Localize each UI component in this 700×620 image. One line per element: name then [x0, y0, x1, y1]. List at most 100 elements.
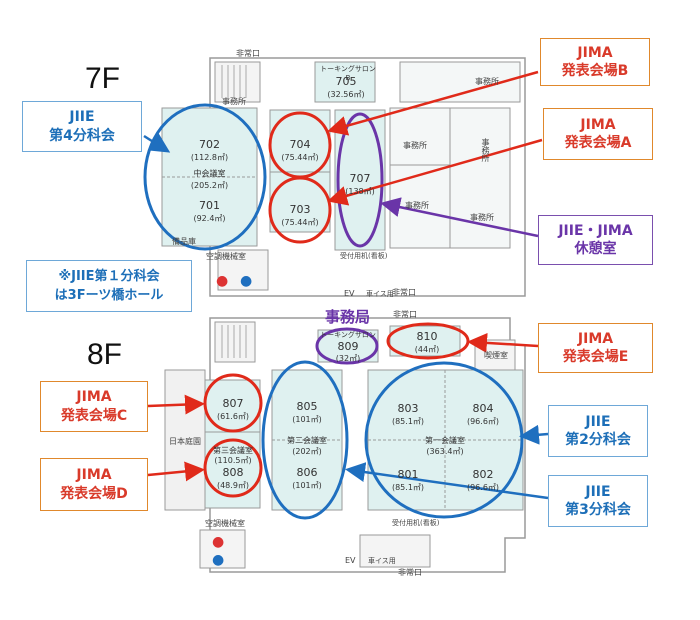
callout-jiie-section-2-line2: 第2分科会: [565, 432, 631, 448]
second-hall-label: 第二会議室: [287, 436, 327, 445]
area-704: (75.44㎡): [281, 153, 319, 162]
area-703: (75.44㎡): [281, 218, 319, 227]
office-label-1: 事務所: [475, 77, 499, 86]
room-809: 809: [337, 340, 359, 353]
room-707: 707: [349, 172, 371, 185]
area-804: (96.6㎡): [466, 417, 500, 426]
area-808: (48.9㎡): [216, 481, 250, 490]
callout-jima-hall-c: JIMA 発表会場C: [40, 381, 148, 432]
room-801: 801: [397, 468, 419, 481]
room-808: 808: [222, 466, 244, 479]
room-802: 802: [472, 468, 494, 481]
floor-8f-label: 8F: [87, 338, 123, 371]
ac-room-label-7f: 空調機械室: [206, 252, 246, 261]
talking-salon-b-label: トーキングサロンB: [320, 65, 376, 82]
mid-hall-label: 中会議室: [193, 169, 226, 178]
callout-jima-hall-c-line2: 発表会場C: [60, 407, 128, 424]
callout-jiie-section-4: JIIE 第4分科会: [22, 101, 142, 152]
callout-jima-hall-e-line1: JIMA: [577, 330, 614, 347]
reception-label-8f: 受付用机(看板): [392, 519, 440, 527]
room-804: 804: [472, 402, 494, 415]
office-label-4: 事務所: [405, 201, 429, 210]
room-703: 703: [289, 203, 311, 216]
callout-jiie-section-3: JIIE 第3分科会: [548, 475, 648, 527]
room-810: 810: [416, 330, 438, 343]
reception-label-7f: 受付用机(看板): [340, 252, 388, 260]
area-first-hall: (363.4㎡): [426, 447, 464, 456]
area-805: (101㎡): [292, 415, 322, 424]
talking-salon-label: トーキングサロン: [320, 331, 376, 339]
area-809: (32㎡): [335, 354, 361, 363]
floor-7f-label: 7F: [85, 62, 121, 95]
area-702: (112.8㎡): [190, 153, 229, 162]
callout-jiie-section-4-line2: 第4分科会: [49, 127, 115, 144]
area-801: (85.1㎡): [391, 483, 425, 492]
callout-jima-hall-c-line1: JIMA: [76, 389, 112, 406]
room-701: 701: [199, 199, 220, 212]
area-807: (61.6㎡): [216, 412, 250, 421]
office-label-2: 事務所: [222, 97, 246, 106]
exit-label-8f: 非常口: [393, 310, 417, 319]
callout-jiie-section-2: JIIE 第2分科会: [548, 405, 648, 457]
office-label-6: 事務所: [470, 213, 494, 222]
restroom-women-icon-7f: ●: [216, 273, 229, 289]
third-hall-label: 第三会議室: [213, 446, 253, 455]
restroom-men-icon-7f: ●: [240, 273, 253, 289]
note-jiie-section-1-line2: は3Fーツ橋ホール: [54, 288, 164, 303]
callout-jima-hall-e-line2: 発表会場E: [562, 349, 629, 365]
exit-label-7f-bottom: 非常口: [392, 288, 416, 297]
room-807: 807: [222, 397, 244, 410]
callout-jima-hall-b-line1: JIMA: [577, 44, 613, 61]
callout-jima-hall-d-line1: JIMA: [76, 467, 112, 484]
callout-rest-room: JIIE・JIMA 休憩室: [538, 215, 653, 265]
area-701: (92.4㎡): [193, 214, 226, 223]
callout-jiie-section-4-line1: JIIE: [69, 109, 95, 126]
area-803: (85.1㎡): [391, 417, 425, 426]
callout-jima-hall-d-line2: 発表会場D: [60, 485, 128, 502]
note-jiie-section-1: ※JIIE第１分科会 は3Fーツ橋ホール: [26, 260, 192, 312]
restroom-men-icon-8f: ●: [212, 552, 225, 568]
room-704: 704: [289, 138, 311, 151]
callout-jiie-section-3-line2: 第3分科会: [565, 502, 631, 518]
garden-label: 日本庭園: [169, 437, 201, 446]
room-705: 705: [335, 75, 357, 88]
callout-rest-room-line1: JIIE・JIMA: [558, 222, 633, 239]
storage-label: 備品庫: [172, 237, 196, 246]
room-806: 806: [296, 466, 318, 479]
callout-rest-room-line2: 休憩室: [574, 241, 617, 257]
callout-jima-hall-e: JIMA 発表会場E: [538, 323, 653, 373]
ac-room-label-8f: 空調機械室: [205, 519, 245, 528]
area-707: (138㎡): [345, 187, 375, 196]
smoking-label: 喫煙室: [484, 351, 508, 360]
ev-label-7f: EV: [344, 289, 355, 298]
area-806: (101㎡): [292, 481, 322, 490]
office-label-5: 事務所: [481, 138, 490, 162]
wheelchair-label-8f: 車イス用: [368, 557, 396, 565]
exit-label-7f: 非常口: [236, 49, 260, 58]
callout-jima-hall-a-line1: JIMA: [580, 116, 616, 133]
ev-label-8f: EV: [345, 556, 356, 565]
restroom-women-icon-8f: ●: [212, 534, 225, 550]
area-third-hall: (110.5㎡): [214, 456, 252, 465]
area-810: (44㎡): [414, 345, 440, 354]
callout-jiie-section-2-line1: JIIE: [585, 413, 611, 430]
callout-jima-hall-b: JIMA 発表会場B: [540, 38, 650, 86]
wheelchair-label-7f: 車イス用: [366, 290, 394, 298]
callout-jima-hall-b-line2: 発表会場B: [561, 63, 629, 79]
room-805: 805: [296, 400, 318, 413]
callout-jiie-section-3-line1: JIIE: [585, 483, 611, 500]
callout-jima-hall-d: JIMA 発表会場D: [40, 458, 148, 511]
first-hall-label: 第一会議室: [425, 436, 465, 445]
area-second-hall: (202㎡): [292, 447, 322, 456]
office-label-3: 事務所: [403, 141, 427, 150]
area-802: (96.6㎡): [466, 483, 500, 492]
room-702: 702: [199, 138, 220, 151]
room-803: 803: [397, 402, 419, 415]
callout-jima-hall-a-line2: 発表会場A: [564, 135, 632, 151]
callout-jima-hall-a: JIMA 発表会場A: [543, 108, 653, 160]
exit-label-8f-bottom: 非常口: [398, 568, 422, 577]
secretariat-label: 事務局: [325, 308, 371, 326]
area-705: (32.56㎡): [327, 90, 365, 99]
note-jiie-section-1-line1: ※JIIE第１分科会: [58, 268, 160, 284]
